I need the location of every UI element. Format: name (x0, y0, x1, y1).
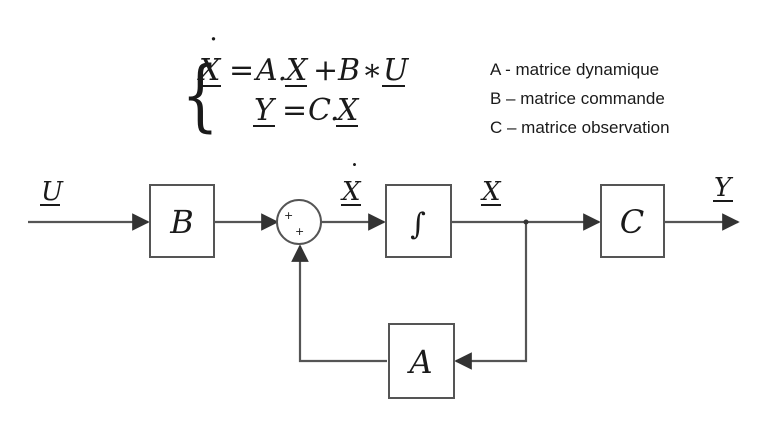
eq2-lhs: Y (254, 93, 277, 128)
eq1-term-b: B (337, 53, 360, 88)
eq2-term-c: C. (308, 93, 339, 128)
integrator-symbol: ∫ (410, 207, 426, 242)
summing-sign-bottom: + (295, 225, 304, 238)
matrix-legend: A - matrice dynamique B – matrice comman… (490, 60, 670, 137)
legend-item-a: A - matrice dynamique (490, 60, 659, 79)
block-integrator-box (385, 184, 452, 258)
eq1-lhs: X (197, 53, 222, 88)
block-c-box (600, 184, 665, 258)
branch-point (523, 219, 529, 225)
signal-input-label: U (41, 177, 64, 207)
block-b: B (149, 184, 215, 258)
eq1-plus: + (313, 53, 338, 88)
signal-wires (28, 213, 740, 370)
eq2-term-x: X (335, 93, 360, 128)
signal-xdot-label: X (340, 177, 362, 207)
equation-brace: { (182, 51, 219, 142)
summing-sign-left: + (284, 209, 293, 222)
eq1-equals: = (229, 53, 254, 88)
block-c-label: C (620, 203, 644, 241)
wire-branch-to-a (454, 222, 528, 370)
block-integrator: ∫ (385, 184, 452, 258)
block-a: A (388, 323, 455, 399)
legend-item-b: B – matrice commande (490, 89, 665, 108)
signal-xdot-mark: ˙ (348, 160, 361, 190)
eq1-term-x: X (284, 53, 309, 88)
state-equations: { X ˙ = A. X + B ∗ U Y = C. X (182, 33, 411, 141)
signal-state-label: X (480, 177, 502, 207)
eq1-star: ∗ (362, 53, 382, 88)
signal-output-label: Y (714, 173, 734, 203)
summing-junction: + + (276, 199, 322, 245)
wire-a-to-sum (291, 244, 387, 363)
block-c: C (600, 184, 665, 258)
block-a-box (388, 323, 455, 399)
eq1-term-a: A. (253, 53, 287, 88)
eq1-term-u: U (383, 53, 410, 88)
block-b-box (149, 184, 215, 258)
eq1-dot: ˙ (206, 33, 221, 68)
legend-item-c: C – matrice observation (490, 118, 670, 137)
signal-labels: U X ˙ X Y (40, 160, 734, 207)
block-b-label: B (169, 203, 194, 241)
summing-junction-circle (276, 199, 322, 245)
eq2-equals: = (282, 93, 307, 128)
block-a-label: A (406, 343, 432, 381)
